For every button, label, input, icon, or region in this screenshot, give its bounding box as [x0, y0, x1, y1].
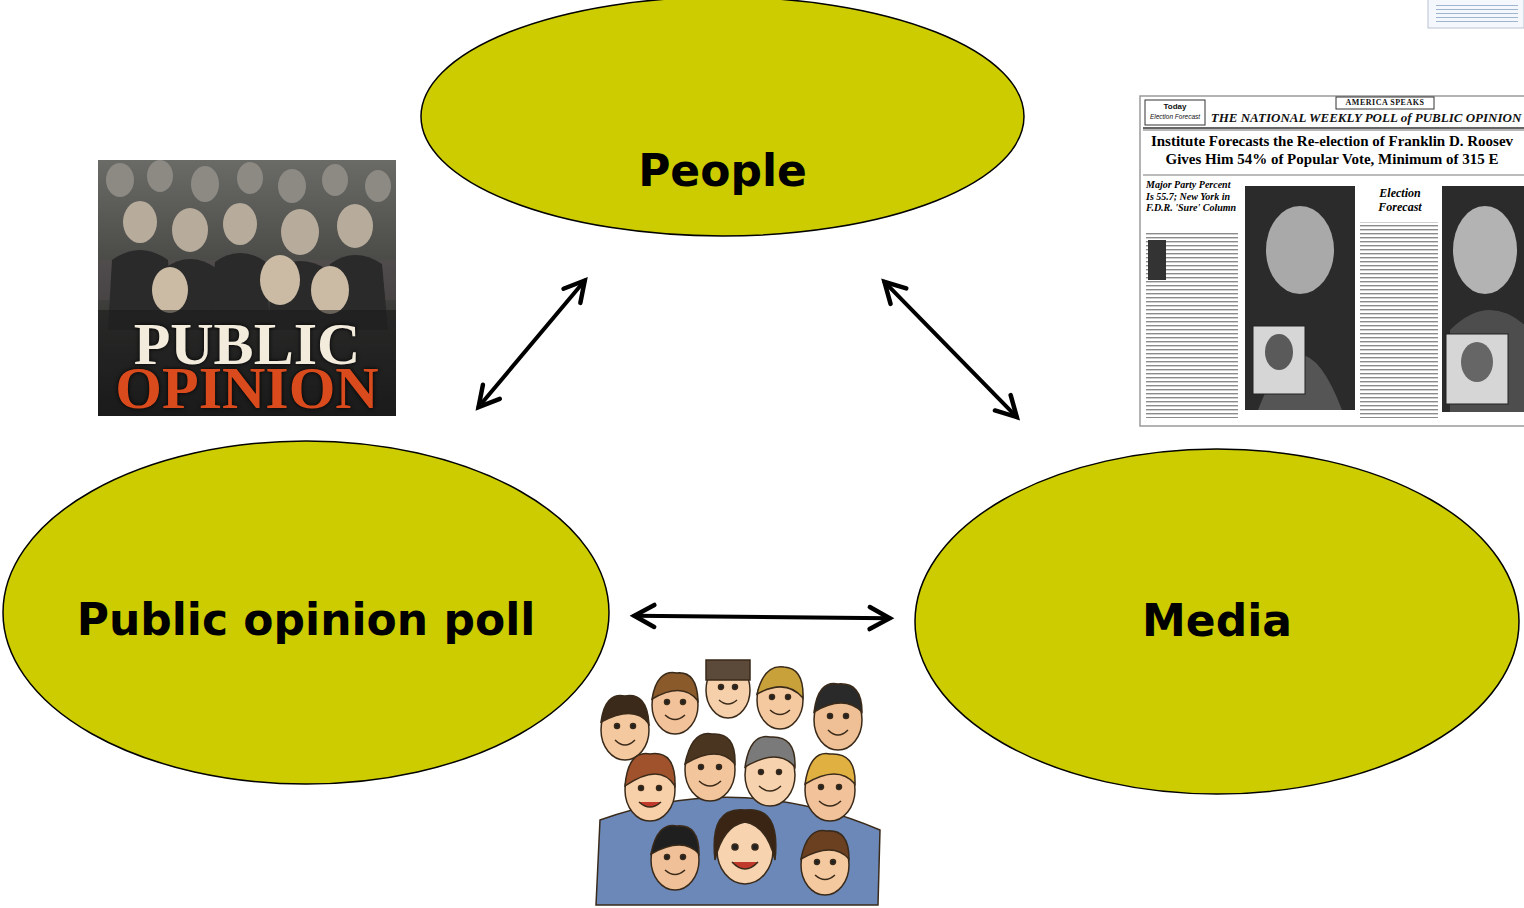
ellipse-shape	[915, 449, 1519, 794]
ellipse-node: Public opinion poll	[2, 440, 610, 785]
ellipse-node: Media	[914, 448, 1520, 795]
newspaper-subhead: Election Forecast	[1360, 186, 1440, 214]
photo-title: PUBLIC OPINION	[98, 322, 396, 410]
node-label: Public opinion poll	[77, 595, 536, 646]
document-thumbnail	[1428, 0, 1524, 28]
cartoon-crowd	[596, 660, 880, 905]
ellipse-node: People	[420, 0, 1025, 237]
newspaper-headline: Institute Forecasts the Re-election of F…	[1143, 132, 1521, 168]
newspaper-text: Today	[1145, 102, 1205, 111]
newspaper-subhead: Major Party Percent Is 55.7; New York in…	[1146, 179, 1240, 214]
crowd-photo	[98, 160, 396, 416]
ellipse-shape	[421, 0, 1024, 236]
double-arrow	[479, 280, 585, 407]
newspaper-text: AMERICA SPEAKS	[1336, 98, 1434, 108]
node-label: Media	[1142, 596, 1292, 647]
double-arrow	[884, 282, 1016, 417]
node-label: People	[638, 146, 807, 197]
newspaper-masthead: THE NATIONAL WEEKLY POLL of PUBLIC OPINI…	[1210, 110, 1522, 126]
newspaper-clipping	[1140, 96, 1524, 426]
ellipse-shape	[3, 441, 609, 784]
ellipse-outline	[420, 0, 1025, 237]
newspaper-text: Election Forecast	[1145, 113, 1205, 121]
double-arrow	[634, 616, 889, 619]
